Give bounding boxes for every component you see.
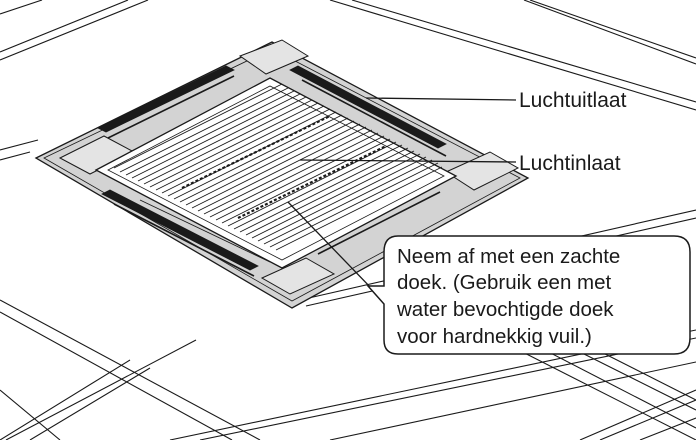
callout-line-4: voor hardnekkig vuil.) [397, 325, 592, 348]
intake-grille [94, 77, 458, 269]
callout-line-1: Neem af met een zachte [397, 245, 620, 268]
callout-line-2: doek. (Gebruik een met [397, 271, 612, 294]
callout-line-3: water bevochtigde doek [396, 298, 614, 321]
outlet-label: Luchtuitlaat [519, 89, 627, 112]
grille-center-bars [181, 115, 387, 219]
corner-plates [58, 39, 520, 295]
inlet-label: Luchtinlaat [519, 152, 621, 175]
cleaning-callout: Neem af met een zachte doek. (Gebruik ee… [366, 235, 691, 355]
